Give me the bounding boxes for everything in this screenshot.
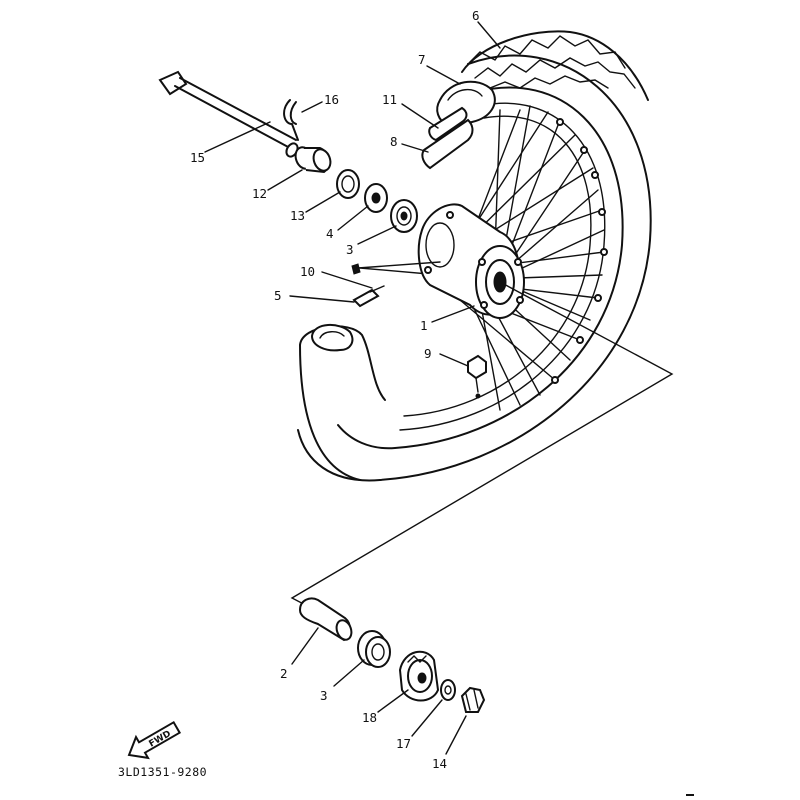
callout-11: 11 <box>382 92 397 107</box>
callout-17: 17 <box>396 736 411 751</box>
spacer-flange <box>364 183 388 213</box>
nipple-part <box>352 285 385 308</box>
drawing-code: 3LD1351-9280 <box>118 765 207 779</box>
spacer-lower <box>298 597 353 642</box>
callout-5: 5 <box>274 288 282 303</box>
bearing-lower <box>357 630 391 668</box>
callout-2: 2 <box>280 666 288 681</box>
callout-7: 7 <box>418 52 426 67</box>
callout-9: 9 <box>424 346 432 361</box>
spoke-part <box>351 261 441 275</box>
callout-8: 8 <box>390 134 398 149</box>
valve-nut <box>467 354 487 399</box>
callout-labels: 6 7 11 8 16 15 12 13 4 3 10 5 1 9 2 3 18… <box>190 8 480 771</box>
callout-13: 13 <box>290 208 305 223</box>
meter-gear-unit <box>398 650 440 702</box>
callout-18: 18 <box>362 710 377 725</box>
callout-3-lower: 3 <box>320 688 328 703</box>
callout-12: 12 <box>252 186 267 201</box>
edge-mark <box>686 794 694 796</box>
axle-nut <box>460 686 486 713</box>
callout-6: 6 <box>472 8 480 23</box>
callout-16: 16 <box>324 92 339 107</box>
fwd-arrow-icon: FWD <box>127 720 182 760</box>
callout-4: 4 <box>326 226 334 241</box>
rim-band-cutaway <box>421 106 474 170</box>
callout-14: 15 <box>190 150 205 165</box>
callout-1: 1 <box>420 318 428 333</box>
washer <box>440 679 456 701</box>
collar <box>294 146 332 174</box>
oil-seal <box>336 169 360 199</box>
tire-tread <box>461 30 649 101</box>
wheel-axle <box>158 70 299 158</box>
cotter-pin <box>283 99 299 141</box>
callout-15: 14 <box>432 756 447 771</box>
spoke-nipples <box>551 118 608 384</box>
callout-3-upper: 3 <box>346 242 354 257</box>
bearing-upper <box>390 199 418 233</box>
wheel-hub <box>417 203 525 319</box>
callout-10: 10 <box>300 264 315 279</box>
leader-lines <box>204 21 501 755</box>
